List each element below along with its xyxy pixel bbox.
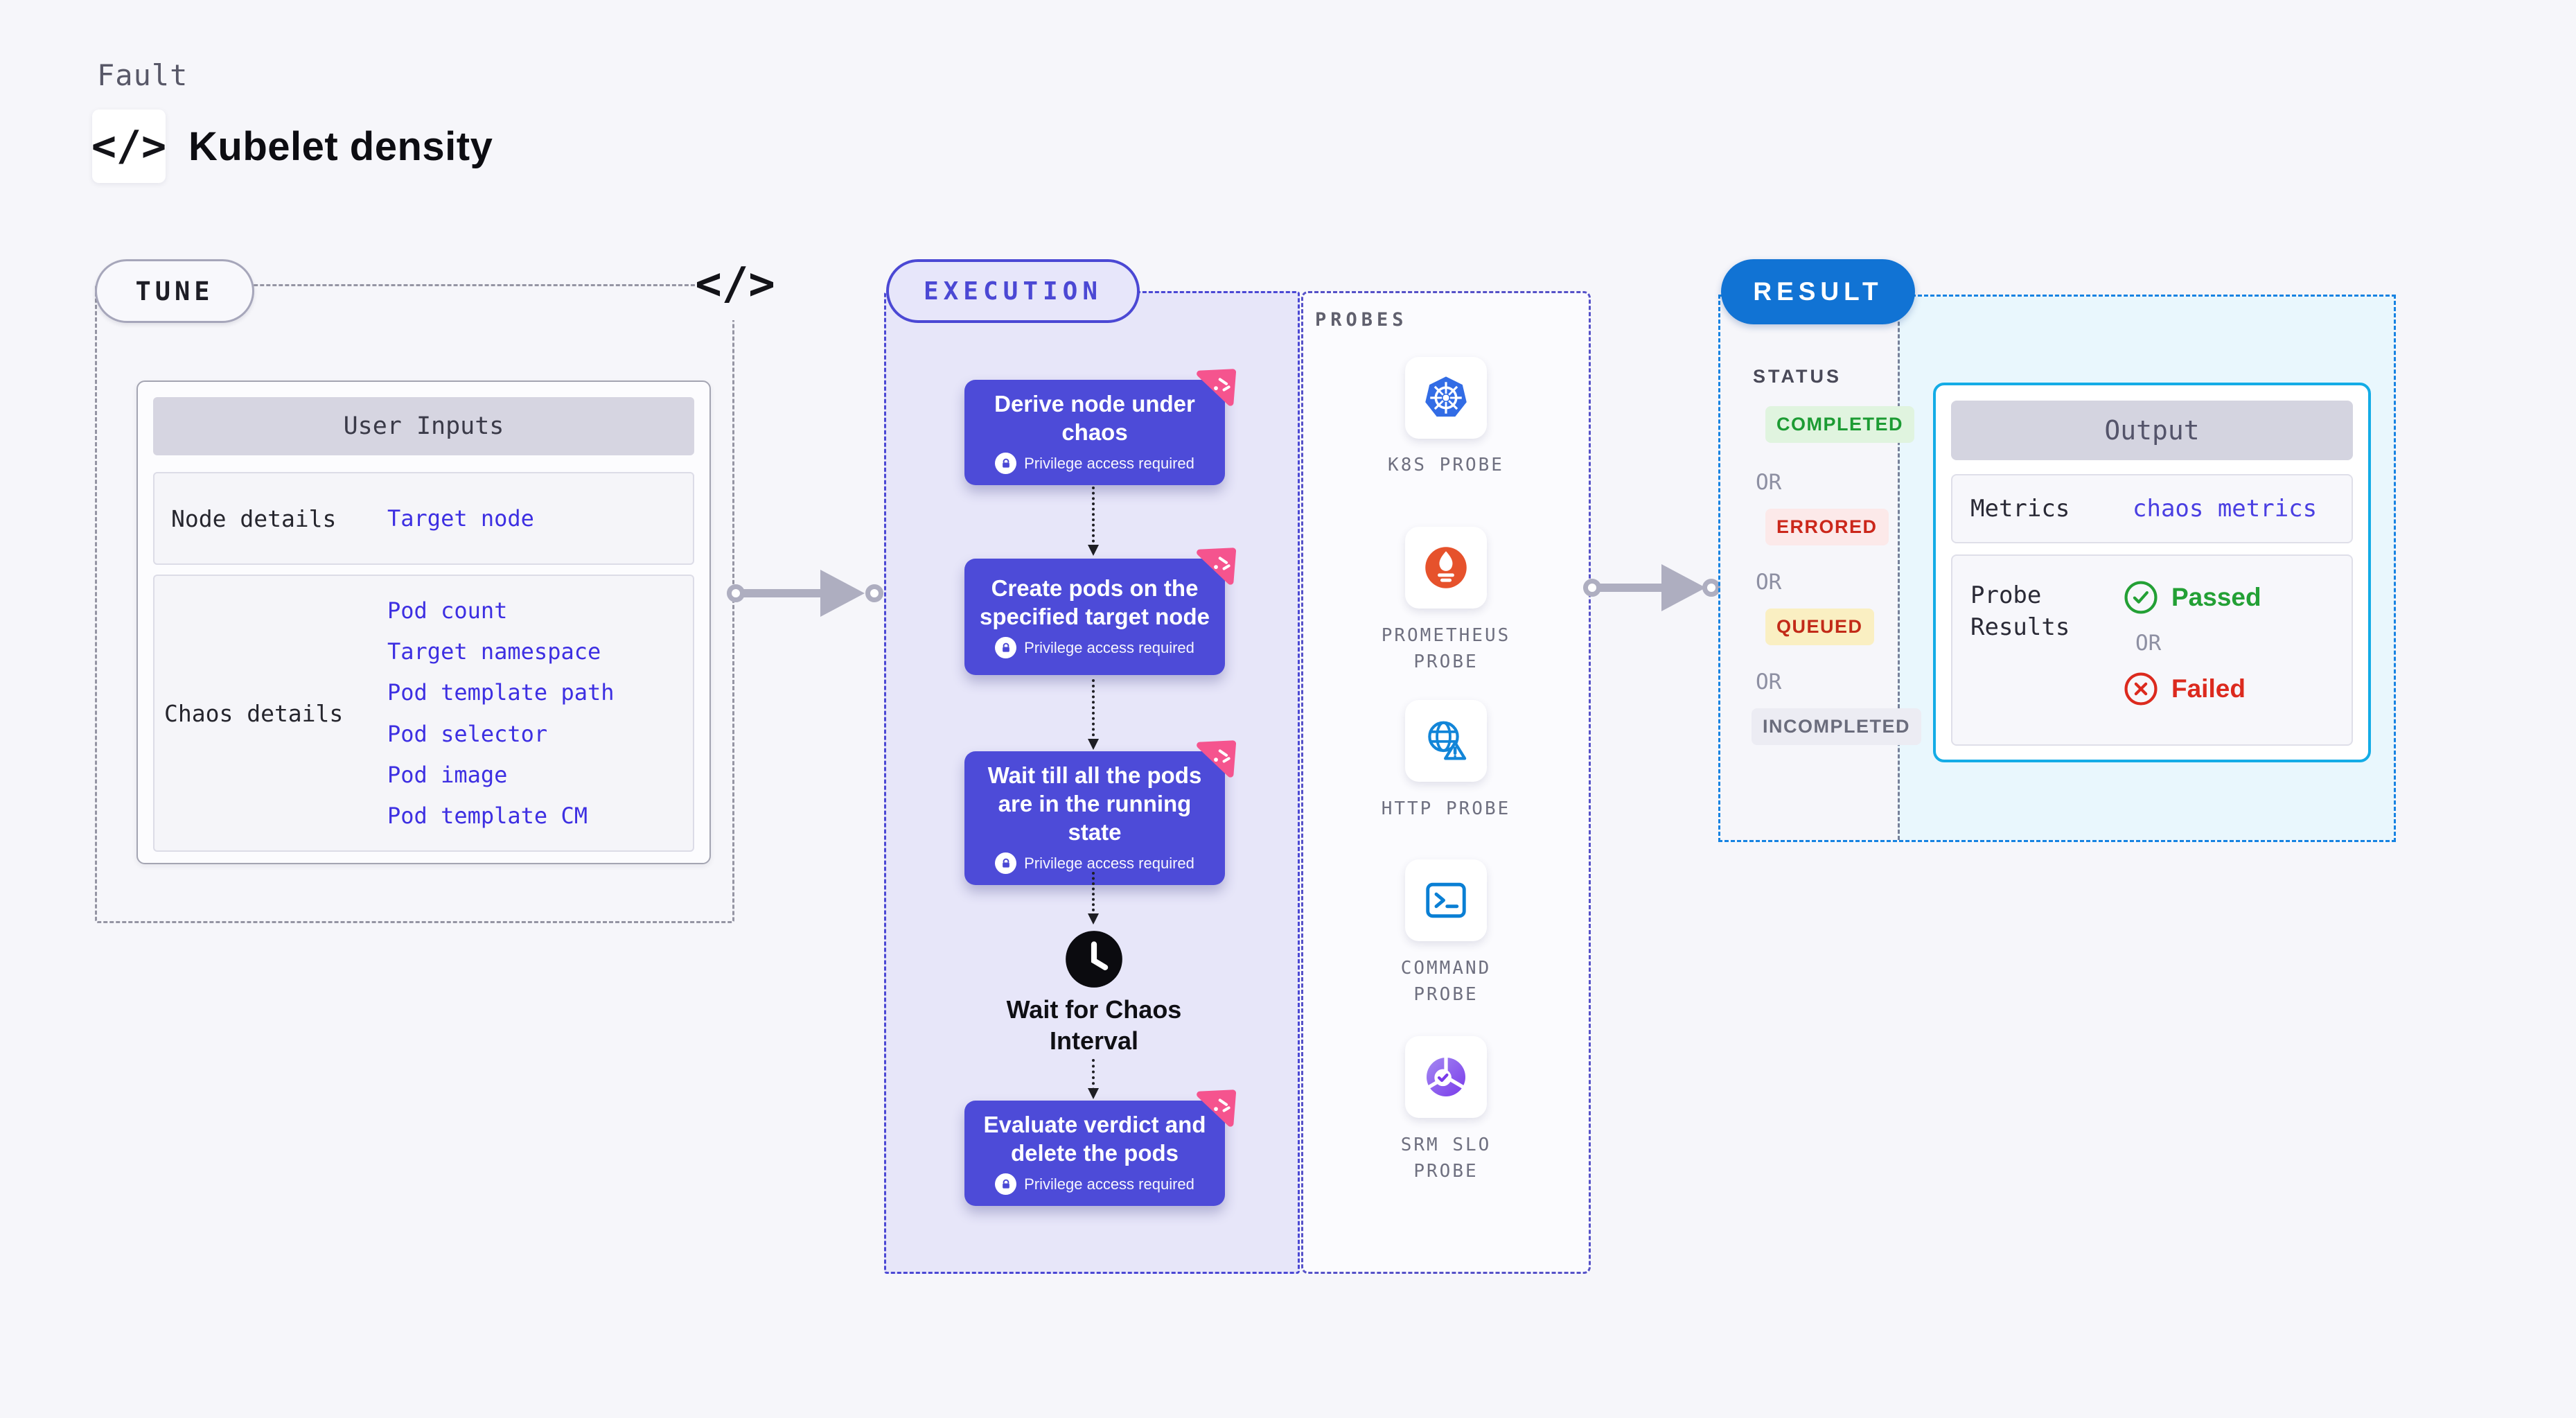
status-badge-completed: COMPLETED: [1765, 406, 1915, 443]
step-title: Derive node under chaos: [994, 391, 1195, 445]
status-badge-queued: QUEUED: [1765, 609, 1874, 645]
status-badge-errored: ERRORED: [1765, 509, 1889, 545]
probe-card-command: [1405, 859, 1487, 941]
x-circle-icon: [2124, 672, 2158, 706]
probe-card-srm-slo: [1405, 1036, 1487, 1118]
or-separator: OR: [1756, 470, 1782, 495]
tune-section-box: [95, 284, 734, 923]
lock-icon: [995, 637, 1017, 658]
row-label: Metrics: [1970, 495, 2070, 523]
chaos-flag-icon: [1197, 740, 1236, 778]
step-wait-pods-running: Wait till all the pods are in the runnin…: [964, 740, 1236, 885]
result-pill: RESULT: [1721, 259, 1915, 324]
chaos-flag-icon: [1197, 548, 1236, 585]
input-link-target-node[interactable]: Target node: [387, 505, 534, 532]
output-header: Output: [1951, 401, 2353, 460]
step-evaluate-verdict: Evaluate verdict and delete the pods Pri…: [964, 1089, 1236, 1206]
user-inputs-header: User Inputs: [153, 397, 694, 455]
chaos-flag-icon: [1197, 369, 1236, 406]
probe-card-http: [1405, 700, 1487, 782]
page-title: Kubelet density: [188, 123, 493, 169]
input-link-pod-count[interactable]: Pod count: [387, 597, 508, 624]
step-create-pods: Create pods on the specified target node…: [964, 548, 1236, 675]
privilege-badge: Privilege access required: [1024, 854, 1194, 872]
or-separator: OR: [2135, 631, 2162, 656]
flow-connector: [1088, 679, 1099, 750]
step-title: Wait till all the pods are in the runnin…: [987, 762, 1202, 845]
lock-icon: [995, 453, 1017, 474]
status-badge-incompleted: INCOMPLETED: [1752, 708, 1922, 745]
probe-caption: SRM SLO PROBE: [1400, 1135, 1492, 1182]
wait-for-chaos-interval-label: Wait for Chaos Interval: [1006, 995, 1182, 1055]
or-separator: OR: [1756, 570, 1782, 595]
table-row-node-details: Node details Target node: [153, 472, 694, 565]
user-inputs-table: User Inputs Node details Target node Cha…: [136, 380, 711, 864]
probe-caption: COMMAND PROBE: [1400, 958, 1492, 1005]
execution-pill: EXECUTION: [886, 259, 1140, 323]
probes-label: PROBES: [1315, 309, 1408, 331]
flow-connector: [1088, 1059, 1099, 1099]
input-link-target-namespace[interactable]: Target namespace: [387, 638, 601, 665]
or-separator: OR: [1756, 669, 1782, 694]
row-label: Node details: [171, 505, 337, 532]
flow-connector: [1088, 872, 1099, 925]
lock-icon: [995, 852, 1017, 874]
tune-pill: TUNE: [95, 259, 254, 323]
probe-card-prometheus: [1405, 527, 1487, 609]
privilege-badge: Privilege access required: [1024, 454, 1194, 472]
row-label: Chaos details: [164, 699, 344, 727]
code-icon: </>: [91, 110, 166, 183]
probe-card-k8s: [1405, 357, 1487, 439]
step-title: Create pods on the specified target node: [980, 575, 1210, 629]
probe-caption: PROMETHEUS PROBE: [1381, 625, 1511, 672]
output-table: Output Metrics chaos metrics Probe Resul…: [1933, 383, 2371, 762]
input-link-pod-selector[interactable]: Pod selector: [387, 720, 548, 747]
output-row-probe-results: Probe Results Passed OR Failed: [1951, 554, 2353, 746]
probe-caption: HTTP PROBE: [1381, 798, 1511, 819]
kubernetes-icon: [1425, 376, 1467, 417]
input-link-pod-image[interactable]: Pod image: [387, 761, 508, 788]
table-row-chaos-details: Chaos details Pod count Target namespace…: [153, 575, 694, 852]
chaos-flag-icon: [1197, 1089, 1236, 1127]
code-icon: </>: [695, 248, 775, 320]
privilege-badge: Privilege access required: [1024, 1175, 1194, 1193]
failed-label: Failed: [2171, 674, 2246, 703]
check-circle-icon: [2124, 581, 2158, 614]
clock-icon: [1064, 929, 1124, 989]
fault-kicker: Fault: [97, 58, 188, 92]
output-row-metrics: Metrics chaos metrics: [1951, 474, 2353, 543]
row-label: Probe Results: [1970, 581, 2070, 641]
input-link-pod-template-cm[interactable]: Pod template CM: [387, 803, 588, 830]
prometheus-icon: [1425, 547, 1467, 588]
input-link-pod-template-path[interactable]: Pod template path: [387, 679, 615, 706]
flow-connector: [1088, 487, 1099, 556]
globe-alert-icon: [1428, 721, 1467, 760]
terminal-icon: [1426, 882, 1466, 918]
status-label: STATUS: [1753, 366, 1842, 387]
privilege-badge: Privilege access required: [1024, 638, 1194, 656]
slo-donut-icon: [1427, 1057, 1465, 1096]
step-title: Evaluate verdict and delete the pods: [983, 1112, 1206, 1166]
lock-icon: [995, 1173, 1017, 1195]
probe-caption: K8S PROBE: [1388, 455, 1504, 475]
chaos-metrics-link[interactable]: chaos metrics: [2133, 495, 2318, 523]
step-derive-node: Derive node under chaos Privilege access…: [964, 369, 1236, 485]
passed-label: Passed: [2171, 583, 2261, 611]
